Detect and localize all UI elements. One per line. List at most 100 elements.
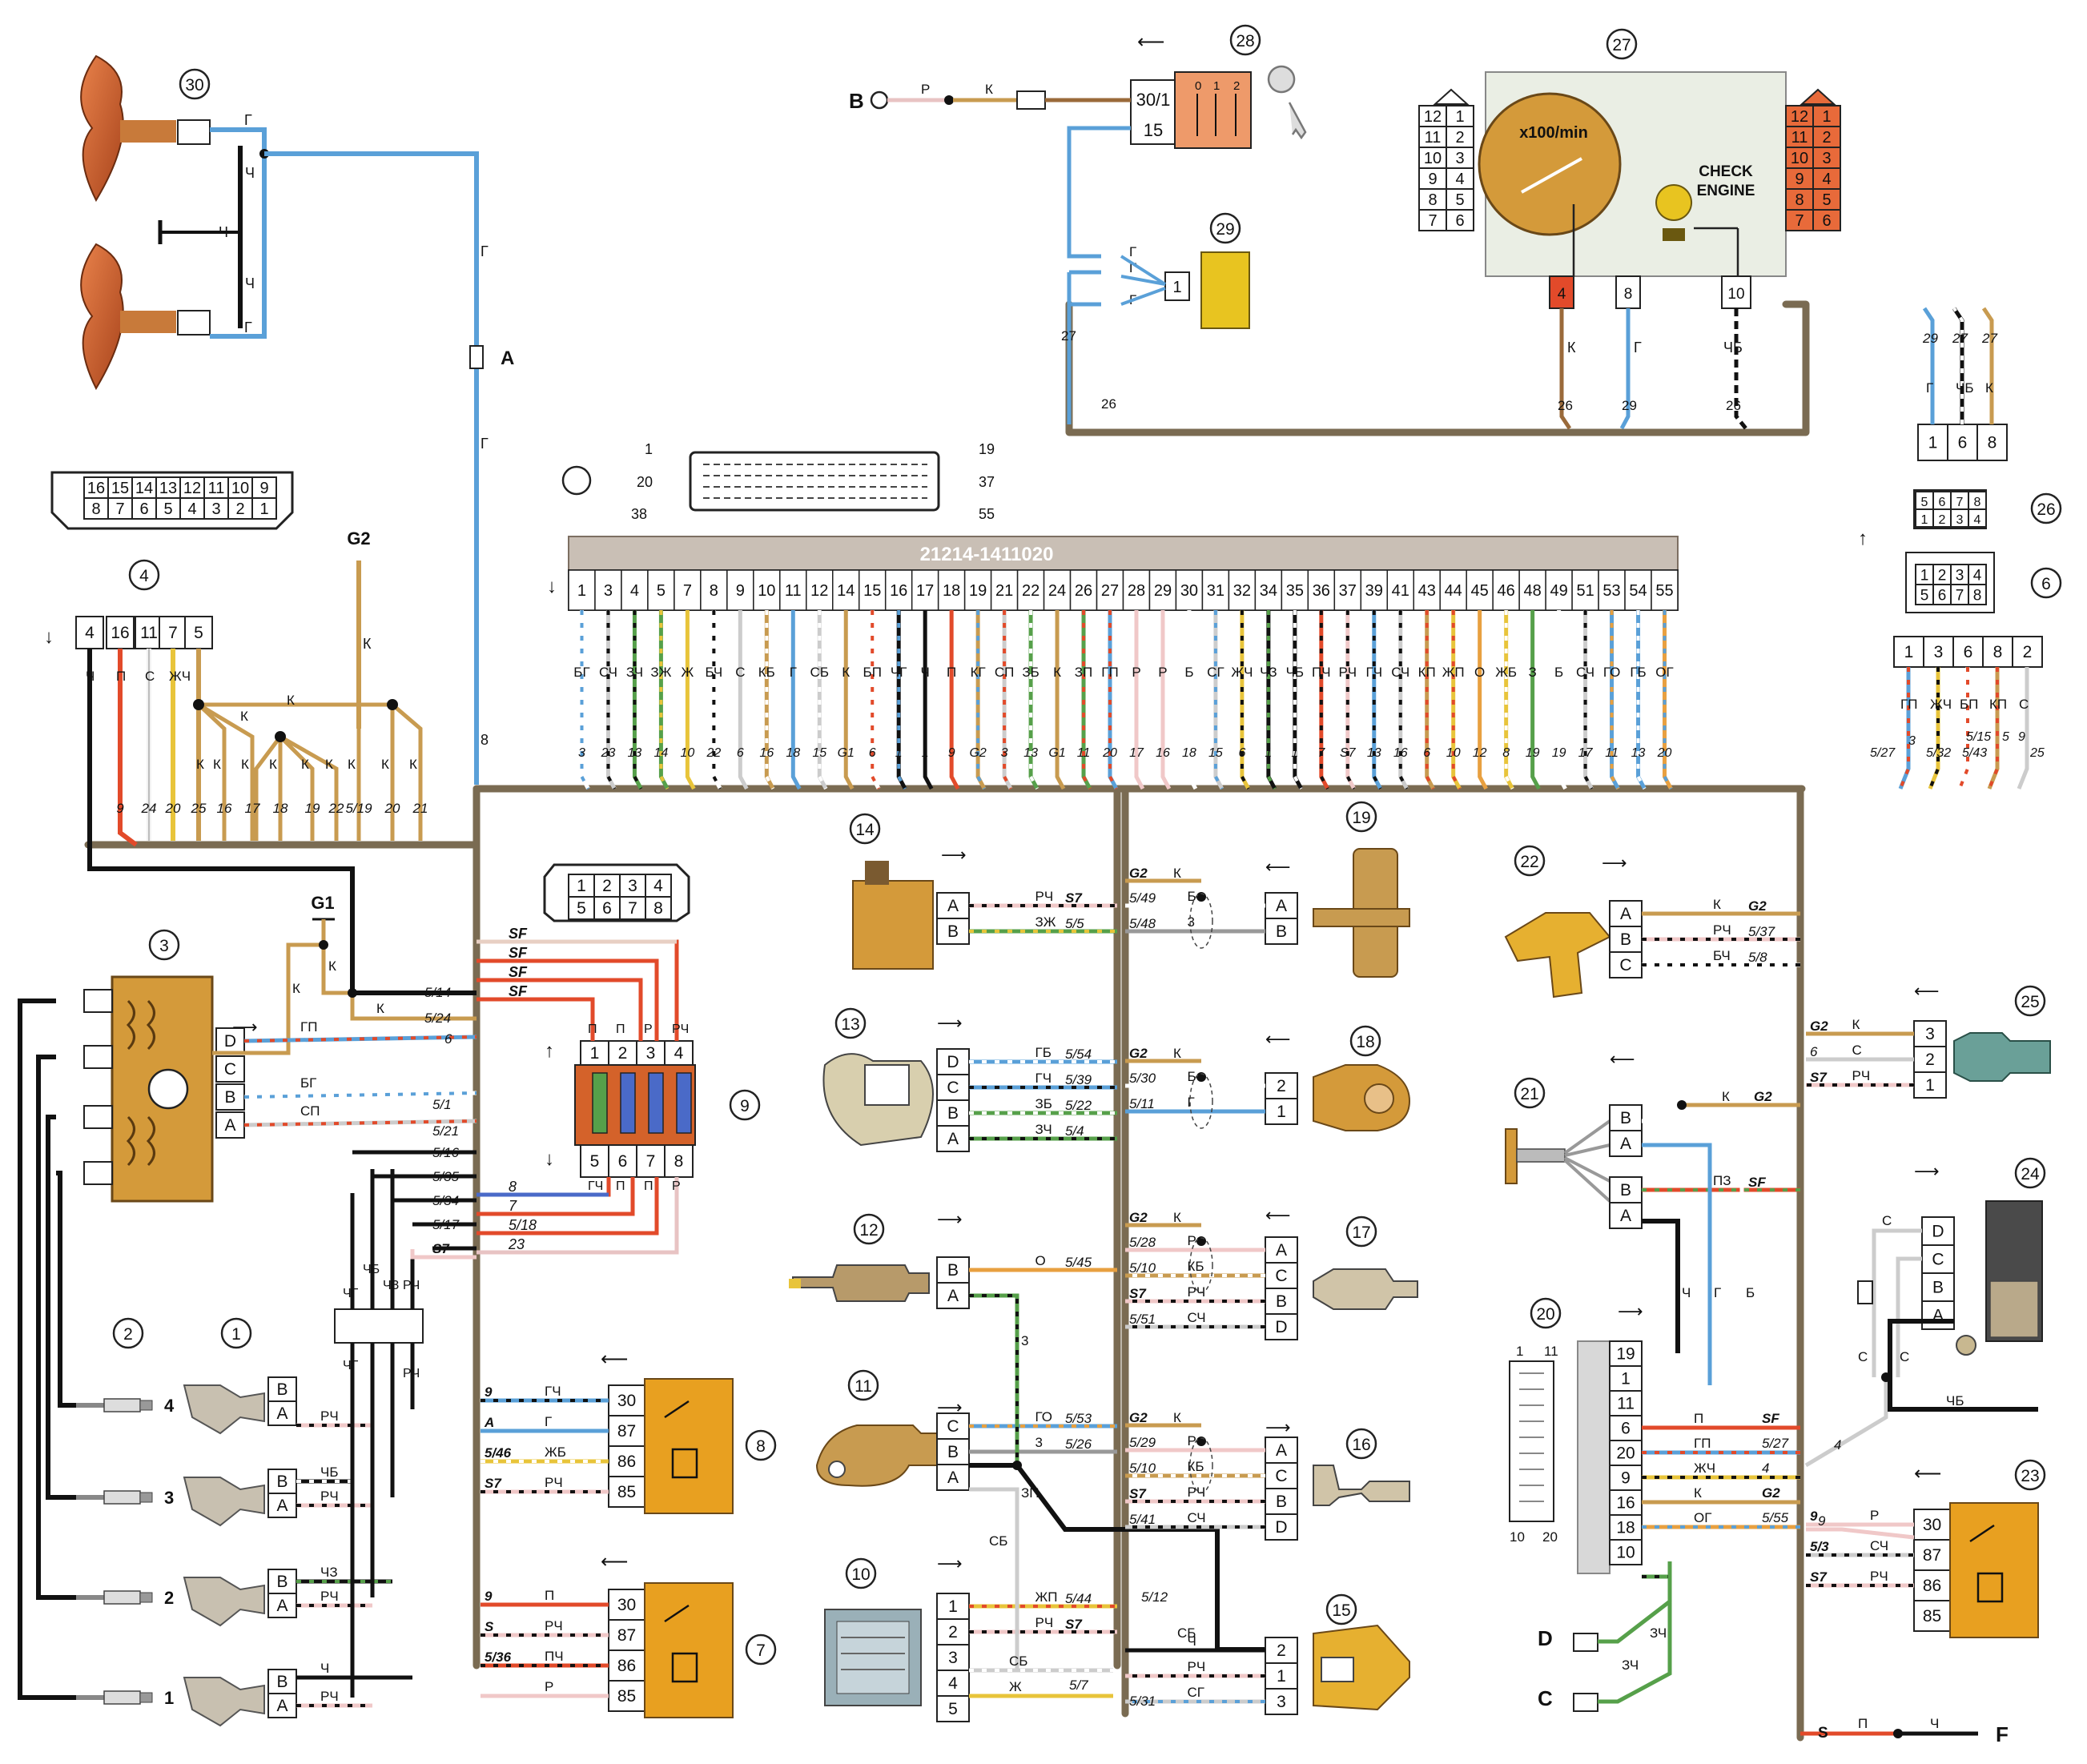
sensor-pin: A bbox=[1276, 897, 1287, 915]
sensor-pin-box bbox=[936, 1125, 970, 1152]
relay-pin-box bbox=[608, 1680, 645, 1712]
svg-text:D: D bbox=[1538, 1626, 1553, 1650]
c26-pin-box bbox=[1968, 508, 1987, 528]
ecu-wire-id: 6 bbox=[737, 746, 744, 760]
injector-wire-color: Ч bbox=[320, 1661, 329, 1676]
ecu-pin: 9 bbox=[736, 582, 745, 600]
connector-20-pin-box bbox=[1609, 1514, 1643, 1541]
svg-text:19: 19 bbox=[979, 441, 995, 457]
ecu-wire-color: СБ bbox=[810, 665, 829, 680]
sensor-pin: 1 bbox=[1925, 1076, 1935, 1095]
coil-pin: B bbox=[224, 1088, 235, 1107]
svg-text:8: 8 bbox=[1624, 286, 1633, 303]
ecu-pin-cell bbox=[568, 569, 596, 611]
coil-pin: A bbox=[224, 1116, 235, 1135]
ecu-pin: 41 bbox=[1392, 582, 1409, 600]
sensor-pin-box bbox=[936, 1464, 970, 1491]
cylinder-number: 4 bbox=[164, 1396, 175, 1416]
ecu-wire-id: 13 bbox=[1023, 746, 1038, 760]
ecu-pin: 10 bbox=[758, 582, 775, 600]
svg-text:⟵: ⟵ bbox=[1914, 981, 1940, 1001]
sensor-wire-id: G2 bbox=[1129, 866, 1148, 881]
ecu-wire-color: БП bbox=[863, 665, 882, 680]
c6-pin: 8 bbox=[1973, 588, 1982, 605]
r9-pin-box bbox=[580, 1144, 609, 1178]
sensor-24-pin-box bbox=[1921, 1300, 1955, 1330]
ecu-pin: 28 bbox=[1128, 582, 1145, 600]
svg-text:Г: Г bbox=[481, 436, 489, 452]
sensor-wire-id: 5/4 bbox=[1065, 1123, 1084, 1139]
spark-plug-tip bbox=[139, 1400, 153, 1411]
cluster-face-pin-box bbox=[1785, 209, 1814, 231]
sensor-wire-id: 5/10 bbox=[1129, 1461, 1156, 1476]
svg-text:11: 11 bbox=[1544, 1344, 1558, 1359]
connector-20-pin-box bbox=[1609, 1539, 1643, 1565]
obd-pin: 9 bbox=[259, 480, 268, 497]
sensor-wire-id: 5/44 bbox=[1065, 1591, 1092, 1606]
sensor-wire-color: ГО bbox=[1035, 1409, 1052, 1424]
svg-text:S: S bbox=[1818, 1725, 1828, 1742]
relay-wire-id: A bbox=[484, 1415, 494, 1430]
svg-text:⟵: ⟵ bbox=[1137, 31, 1164, 53]
c6-pin: 2 bbox=[1938, 568, 1947, 585]
sensor-wire-id: 5/8 bbox=[1748, 950, 1767, 965]
svg-text:20: 20 bbox=[1536, 1305, 1554, 1324]
sensor-wire-id: 5/28 bbox=[1129, 1235, 1156, 1250]
sensor-pin: B bbox=[947, 1443, 959, 1461]
ecu-wire-id: 18 bbox=[786, 746, 800, 760]
r9-pin: 2 bbox=[618, 1044, 628, 1063]
c26-pin: 6 bbox=[1939, 496, 1946, 509]
wire bbox=[1922, 307, 1935, 424]
svg-text:20: 20 bbox=[1542, 1529, 1558, 1545]
sensor-pin-box bbox=[1609, 1202, 1643, 1229]
injector-pin: B bbox=[276, 1573, 288, 1591]
sensor-wire-id: 5/54 bbox=[1065, 1047, 1092, 1062]
wire-stripe bbox=[1663, 610, 1673, 790]
r9-face-pin-box bbox=[568, 896, 595, 920]
check-engine-icon bbox=[1655, 184, 1693, 221]
ecu-wire-color: Б bbox=[1184, 665, 1193, 680]
svg-text:⟶: ⟶ bbox=[1914, 1161, 1940, 1181]
sensor-pin-box bbox=[1913, 1020, 1947, 1047]
diag-wire-id: 25 bbox=[191, 801, 207, 816]
svg-text:16: 16 bbox=[1352, 1436, 1370, 1454]
wire bbox=[1134, 610, 1145, 790]
ecu-wire-id: G1 bbox=[838, 746, 855, 760]
sensor-pin: C bbox=[1275, 1467, 1287, 1485]
sensor-10: 10 ⟶ bbox=[824, 1553, 963, 1706]
sensor-pin: A bbox=[947, 1287, 959, 1305]
sensor-wire-color: Р bbox=[1188, 1433, 1196, 1449]
injector-pin: A bbox=[276, 1697, 288, 1715]
connector-20-pin-box bbox=[1609, 1390, 1643, 1416]
svg-text:⟵: ⟵ bbox=[1610, 1049, 1635, 1069]
sensor-pin: A bbox=[1276, 1441, 1287, 1460]
r9-face-pin: 5 bbox=[577, 899, 586, 918]
ecu-pin: 7 bbox=[683, 582, 692, 600]
sensor-pin-box bbox=[1265, 1513, 1298, 1541]
injector-wire-color: РЧ bbox=[320, 1589, 339, 1604]
c26-pin: 4 bbox=[1974, 513, 1981, 527]
coil-ht-term bbox=[83, 1161, 113, 1185]
relay-wire-id: S7 bbox=[485, 1476, 502, 1491]
r9-face-pin: 7 bbox=[628, 899, 637, 918]
connector-20-wire-color: ОГ bbox=[1694, 1510, 1711, 1525]
r9-face-pin: 3 bbox=[628, 877, 637, 895]
diag-wire-id: 24 bbox=[141, 801, 157, 816]
cluster-face-pin: 10 bbox=[1424, 150, 1442, 167]
wire bbox=[949, 610, 960, 790]
c26-pin: 7 bbox=[1956, 496, 1964, 509]
connector-20-pin-box bbox=[1609, 1365, 1643, 1392]
relay-wire-color: РЧ bbox=[545, 1618, 563, 1633]
relay-pin: 85 bbox=[617, 1687, 636, 1706]
relay-pin-box bbox=[1913, 1600, 1951, 1632]
ecu-wire-color: СП bbox=[995, 665, 1015, 680]
ecu-pin: 18 bbox=[943, 582, 960, 600]
relay-pin: 87 bbox=[617, 1626, 636, 1645]
sensor-wire-color: РЧ bbox=[1188, 1284, 1206, 1300]
svg-text:11: 11 bbox=[855, 1377, 872, 1396]
sensor-wire-color: О bbox=[1035, 1253, 1046, 1268]
spark-plug-tip bbox=[139, 1592, 153, 1603]
